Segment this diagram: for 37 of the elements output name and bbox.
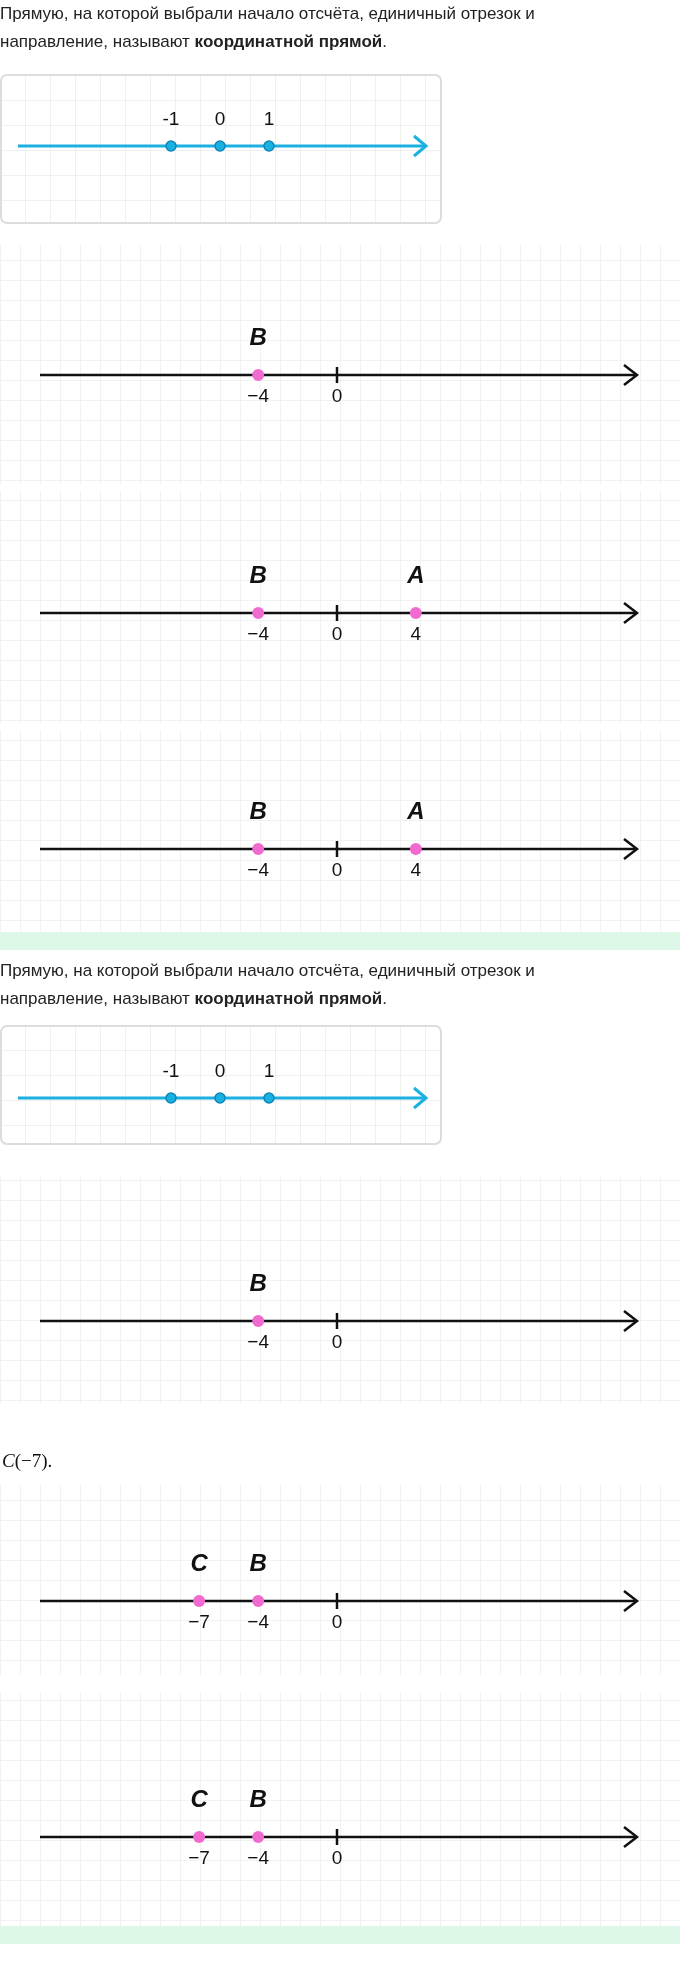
definition-text: Прямую, на которой выбрали начало отсчёта, единичный отрезок и направление, называют координатной прямой.: [0, 960, 536, 1010]
tick-number: -1: [162, 1060, 180, 1082]
tick-number: 0: [331, 1611, 343, 1633]
point-letter: B: [249, 1549, 267, 1577]
tick-number: −7: [188, 1611, 210, 1633]
tick-number: −4: [247, 623, 269, 645]
tick-number: 0: [214, 1060, 226, 1082]
tick-number: -1: [162, 108, 180, 130]
tick-number: −7: [188, 1847, 210, 1869]
definition-text: Прямую, на которой выбрали начало отсчёта, единичный отрезок и направление, называют координатной прямой.: [0, 3, 536, 53]
tick-number: 1: [263, 108, 275, 130]
tick-number: −4: [247, 1611, 269, 1633]
tick-number: 0: [214, 108, 226, 130]
tick-number: 0: [331, 859, 343, 881]
point-letter: B: [249, 323, 267, 351]
tick-number: 0: [331, 623, 343, 645]
point-letter: C: [190, 1549, 208, 1577]
point-letter: B: [249, 797, 267, 825]
point-letter: C: [190, 1785, 208, 1813]
tick-number: −4: [247, 859, 269, 881]
tick-number: 0: [331, 1847, 343, 1869]
tick-number: 0: [331, 1331, 343, 1353]
tick-number: 4: [410, 859, 422, 881]
tick-number: 4: [410, 623, 422, 645]
point-coordinate-text: C(−7).: [2, 1450, 53, 1472]
tick-number: −4: [247, 385, 269, 407]
tick-number: 0: [331, 385, 343, 407]
point-letter: B: [249, 561, 267, 589]
point-letter: B: [249, 1785, 267, 1813]
tick-number: 1: [263, 1060, 275, 1082]
divider-band: [0, 1926, 680, 1944]
point-letter: A: [407, 797, 425, 825]
point-letter: A: [407, 561, 425, 589]
point-letter: B: [249, 1269, 267, 1297]
tick-number: −4: [247, 1847, 269, 1869]
tick-number: −4: [247, 1331, 269, 1353]
divider-band: [0, 932, 680, 950]
